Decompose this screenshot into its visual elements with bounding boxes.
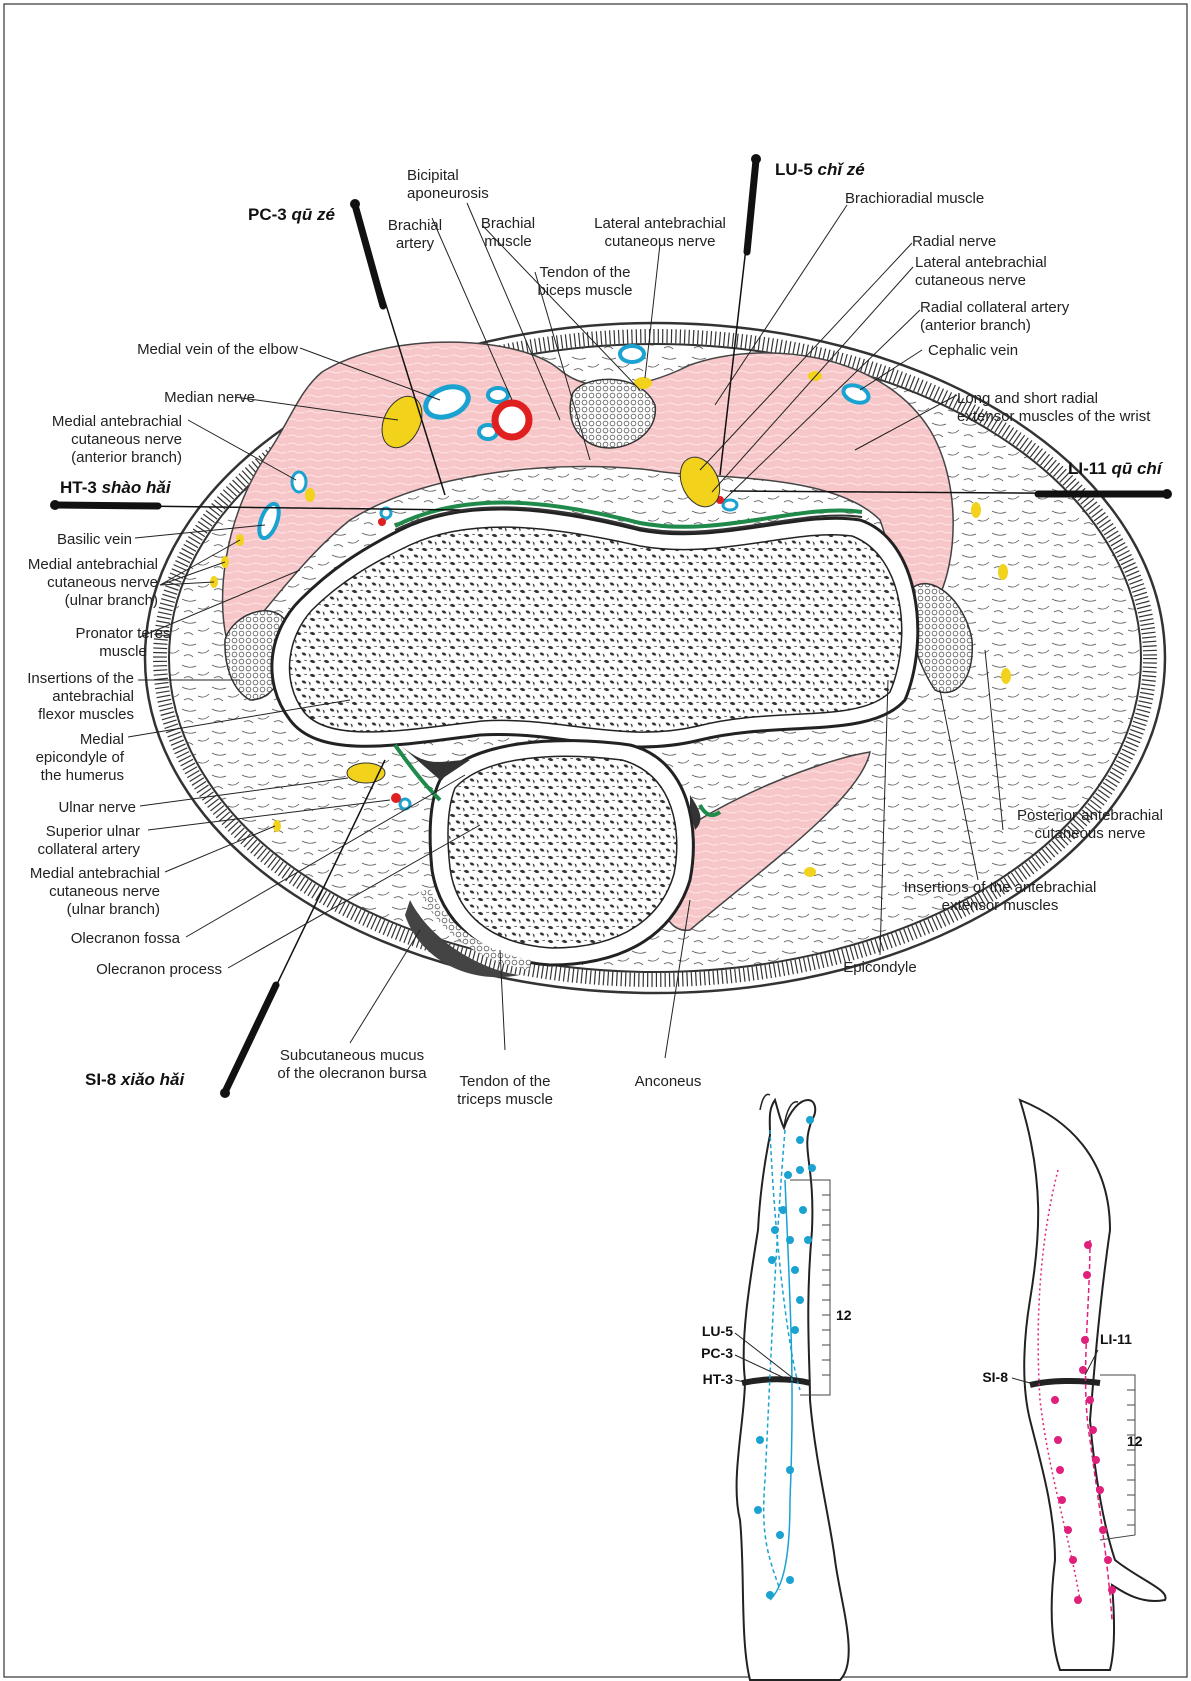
label-cephalic-vein: Cephalic vein bbox=[928, 342, 1018, 359]
label-olecranon-fossa: Olecranon fossa bbox=[71, 930, 181, 947]
inset-right-si8: SI-8 bbox=[982, 1369, 1008, 1385]
label-median-nerve: Median nerve bbox=[164, 389, 255, 406]
label-si8: SI-8 xiǎo hǎi bbox=[85, 1070, 186, 1089]
inset-right-scale: 12 bbox=[1127, 1433, 1143, 1449]
label-pc3: PC-3 qū zé bbox=[248, 205, 335, 224]
label-li11: LI-11 qū chí bbox=[1068, 459, 1164, 478]
label-medial-vein-elbow: Medial vein of the elbow bbox=[137, 341, 298, 358]
inset-left-ht3: HT-3 bbox=[703, 1371, 734, 1387]
label-anconeus: Anconeus bbox=[635, 1073, 702, 1090]
inset-right-li11: LI-11 bbox=[1100, 1331, 1132, 1347]
inset-right-arm: 12 LI-11 SI-8 bbox=[982, 1100, 1165, 1670]
label-ulnar-nerve: Ulnar nerve bbox=[58, 799, 136, 816]
label-radial-collateral: Radial collateral artery(anterior branch… bbox=[920, 299, 1070, 334]
label-epicondyle: Epicondyle bbox=[843, 959, 916, 976]
label-ht3: HT-3 shào hǎi bbox=[60, 478, 172, 497]
inset-left-pc3: PC-3 bbox=[701, 1345, 733, 1361]
brachial-artery bbox=[495, 403, 529, 437]
inset-left-scale: 12 bbox=[836, 1307, 852, 1323]
inset-left-arm: 12 LU-5 PC-3 HT-3 bbox=[701, 1094, 852, 1680]
inset-left-lu5: LU-5 bbox=[702, 1323, 733, 1339]
label-radial-nerve: Radial nerve bbox=[912, 233, 996, 250]
label-olecranon-process: Olecranon process bbox=[96, 961, 222, 978]
label-basilic-vein: Basilic vein bbox=[57, 531, 132, 548]
label-lu5: LU-5 chǐ zé bbox=[775, 160, 865, 179]
label-brachioradial: Brachioradial muscle bbox=[845, 190, 984, 207]
